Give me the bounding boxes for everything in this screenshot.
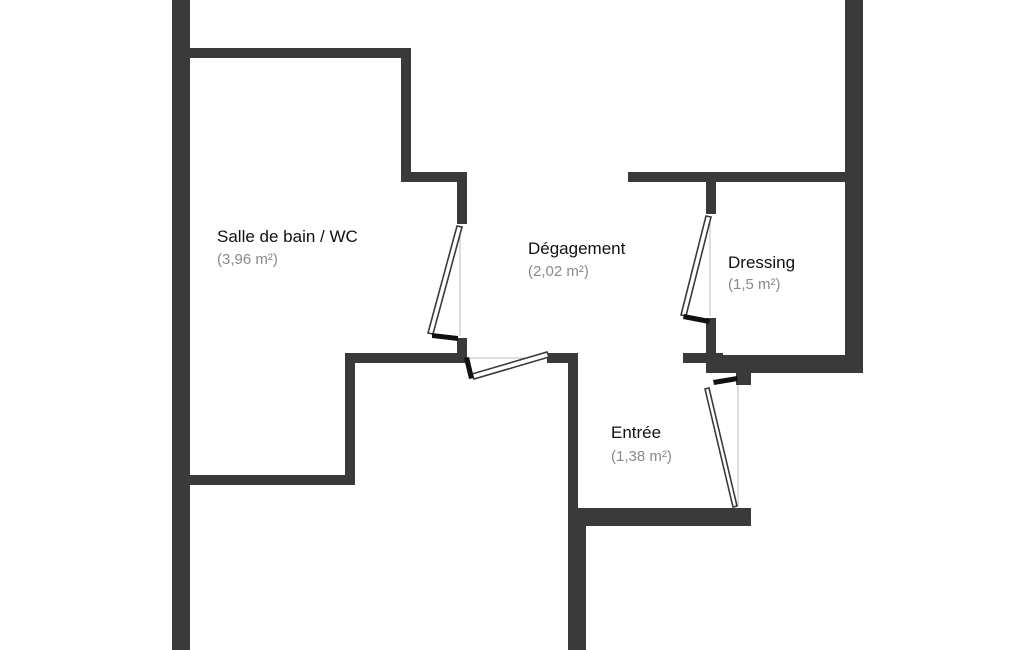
- doors: [427, 215, 739, 508]
- wall-bath-bottom-step: [345, 353, 355, 483]
- wall-bath-bottom-right: [345, 353, 467, 363]
- wall-bath-door-jamb-bottom: [457, 338, 467, 362]
- entry-door-stop: [713, 376, 738, 385]
- room-name-salle-de-bain: Salle de bain / WC: [217, 227, 358, 246]
- wall-dressing-bottom: [706, 355, 863, 373]
- wall-left: [172, 48, 190, 650]
- entry-door-leaf[interactable]: [704, 387, 738, 508]
- wall-dressing-door-jamb-bottom: [706, 318, 716, 363]
- wall-dressing-bottom-left: [683, 353, 723, 363]
- wall-entry-bottom: [568, 508, 751, 526]
- dressing-door-leaf[interactable]: [680, 215, 712, 317]
- wall-bath-door-jamb-top: [457, 172, 467, 224]
- wall-dressing-door-jamb-top: [706, 172, 716, 214]
- wall-bath-step: [401, 172, 467, 182]
- walls: [172, 0, 863, 650]
- room-area-dressing: (1,5 m²): [728, 276, 781, 293]
- wall-left-top: [172, 0, 190, 57]
- room-area-degagement: (2,02 m²): [528, 263, 589, 280]
- room-area-entree: (1,38 m²): [611, 448, 672, 465]
- wall-dressing-top: [628, 172, 861, 182]
- room-name-entree: Entrée: [611, 423, 662, 442]
- lower-door-leaf[interactable]: [470, 351, 551, 380]
- wall-right-outer: [845, 0, 863, 373]
- wall-bath-top: [172, 48, 410, 58]
- room-area-salle-de-bain: (3,96 m²): [217, 251, 278, 268]
- lower-door-stop: [464, 357, 474, 379]
- wall-bath-bottom: [172, 475, 355, 485]
- room-name-degagement: Dégagement: [528, 239, 626, 258]
- wall-bath-right-upper: [401, 48, 411, 180]
- bath-door-leaf[interactable]: [427, 225, 463, 335]
- bath-door-stop: [432, 333, 458, 341]
- wall-lower-room-right: [568, 508, 586, 650]
- wall-corridor-right: [568, 353, 578, 525]
- wall-entry-door-jamb: [736, 365, 751, 385]
- room-name-dressing: Dressing: [728, 253, 796, 272]
- wall-corridor-right-lower: [547, 353, 577, 363]
- dressing-door-stop: [683, 314, 710, 324]
